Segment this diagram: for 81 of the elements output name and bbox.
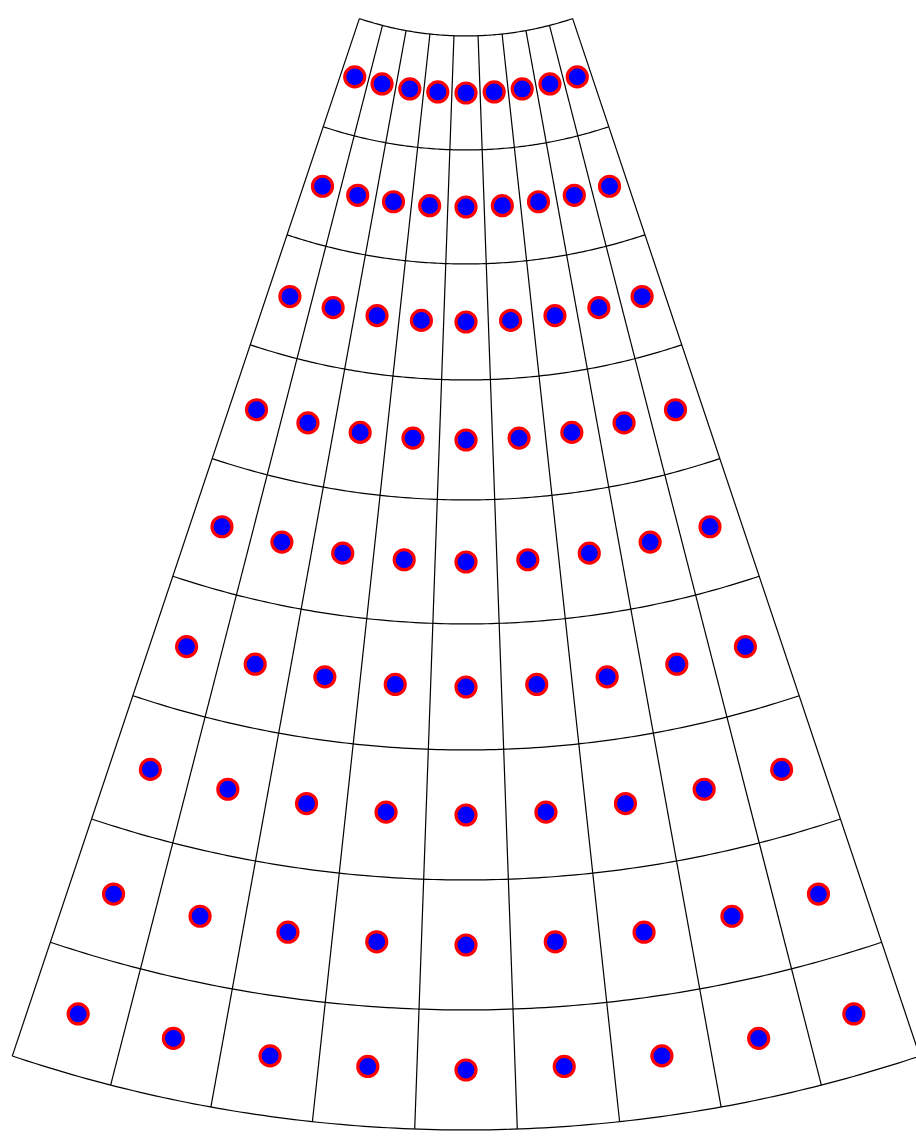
dot (638, 530, 662, 554)
dot (276, 920, 300, 944)
dot (321, 296, 345, 320)
dot (770, 757, 794, 781)
dot (587, 296, 611, 320)
dot (383, 672, 407, 697)
dot (370, 72, 394, 96)
dot (346, 183, 370, 207)
dot (356, 1054, 380, 1079)
dot (138, 757, 162, 781)
dot (348, 420, 372, 444)
dot (454, 675, 478, 699)
dot (597, 174, 622, 198)
dot (747, 1026, 771, 1050)
dot (565, 65, 589, 89)
dot (613, 791, 638, 816)
dot (243, 652, 267, 676)
dot (426, 80, 450, 104)
dot (595, 665, 619, 689)
dot (490, 194, 514, 218)
dot (516, 548, 540, 572)
dot (842, 1002, 866, 1026)
dot (216, 777, 240, 801)
dot (577, 541, 601, 565)
dot (398, 77, 422, 101)
dot (210, 515, 234, 539)
dot (101, 882, 126, 906)
dot (692, 777, 716, 801)
dot (270, 530, 294, 554)
dot (188, 904, 212, 928)
dot (66, 1002, 90, 1026)
dot (454, 1058, 478, 1082)
dot (454, 81, 478, 105)
dot (161, 1026, 185, 1050)
dot (510, 77, 534, 101)
dot (733, 635, 757, 659)
dot (296, 411, 320, 435)
dot (482, 80, 506, 104)
dot (632, 920, 656, 944)
dot (454, 195, 478, 219)
dot (313, 665, 337, 689)
dot (365, 304, 389, 328)
dot (331, 541, 355, 565)
dot (278, 284, 302, 309)
dot (526, 190, 551, 214)
dot (454, 428, 478, 452)
dot (454, 550, 478, 574)
dot (806, 882, 831, 906)
dot (698, 515, 722, 539)
dot (720, 904, 744, 928)
dot (454, 803, 478, 827)
dot (663, 398, 688, 422)
dot (650, 1044, 674, 1068)
dot (499, 308, 523, 332)
dot (343, 65, 367, 89)
dot (612, 411, 636, 435)
dot (560, 420, 584, 444)
dot (525, 672, 549, 697)
dot (543, 304, 567, 328)
dot (401, 426, 425, 450)
dot (665, 652, 689, 676)
dot (310, 174, 335, 198)
dot (534, 800, 558, 824)
dot (374, 800, 398, 824)
dot (244, 398, 269, 422)
dot (552, 1054, 576, 1079)
dot (294, 791, 319, 816)
dot (418, 194, 442, 218)
dot (543, 930, 567, 954)
dot (562, 183, 586, 207)
dot (454, 933, 478, 957)
dot (258, 1044, 282, 1068)
dot (507, 426, 531, 450)
dot (392, 548, 416, 572)
dot (409, 308, 433, 332)
dot (381, 190, 406, 214)
dot (538, 72, 562, 96)
dot (365, 930, 389, 954)
dot (175, 635, 199, 659)
dot (454, 310, 478, 334)
dot (630, 284, 654, 309)
